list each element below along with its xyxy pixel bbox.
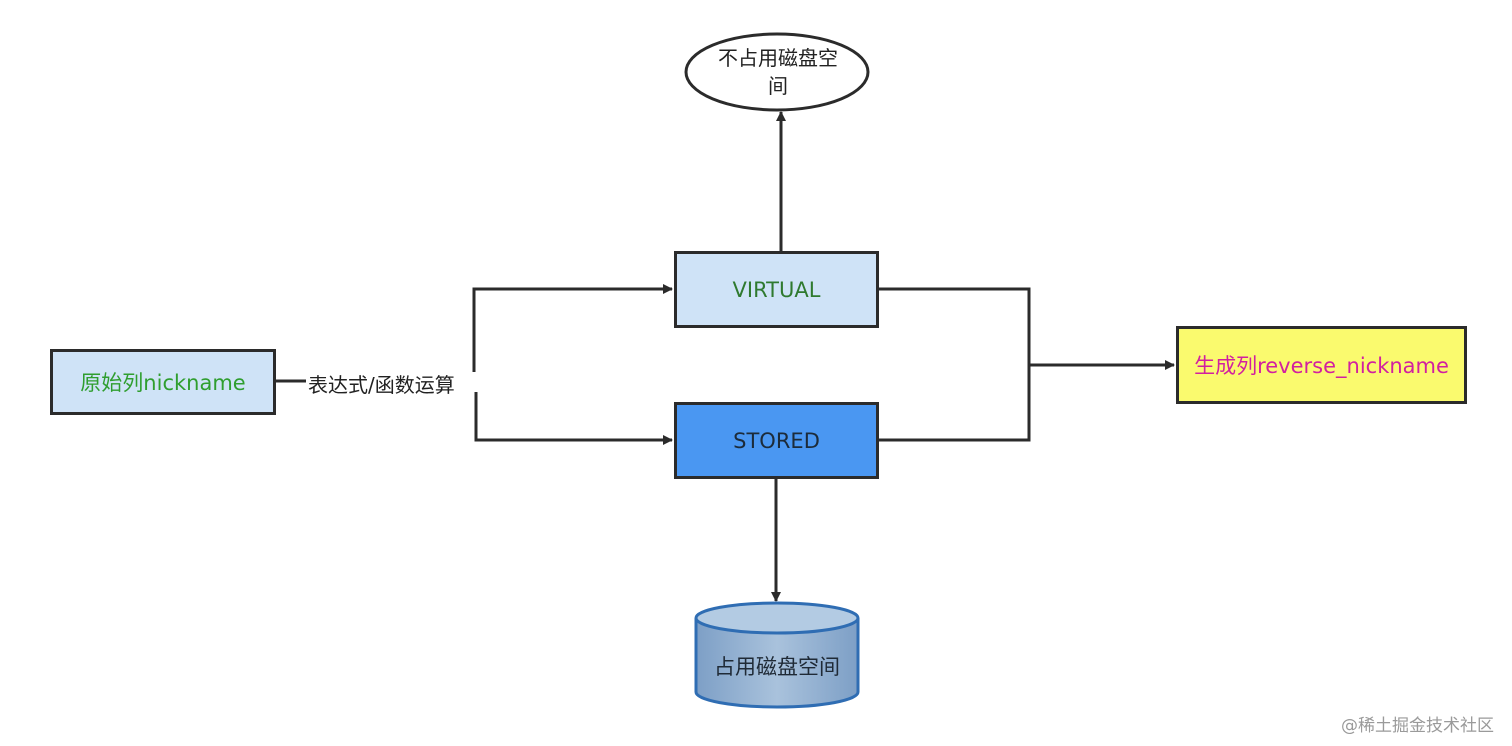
node-source: 原始列nickname — [50, 349, 276, 415]
node-virtual: VIRTUAL — [674, 251, 879, 328]
node-no-disk-ellipse — [684, 32, 870, 112]
no-disk-line1: 不占用磁盘空 — [718, 46, 838, 70]
node-generated: 生成列reverse_nickname — [1176, 326, 1467, 404]
node-stored: STORED — [674, 402, 879, 479]
node-disk-label: 占用磁盘空间 — [714, 655, 840, 679]
edge-to-stored — [474, 392, 673, 445]
edge-virtual-to-merge — [878, 287, 1031, 442]
node-no-disk-label: 不占用磁盘空 间 — [690, 42, 866, 102]
watermark-text: @稀土掘金技术社区 — [1341, 716, 1494, 736]
edge-label-expression: 表达式/函数运算 — [306, 369, 457, 398]
no-disk-line2: 间 — [768, 74, 788, 98]
node-disk-cylinder — [694, 601, 860, 709]
edge-to-virtual — [472, 284, 673, 372]
